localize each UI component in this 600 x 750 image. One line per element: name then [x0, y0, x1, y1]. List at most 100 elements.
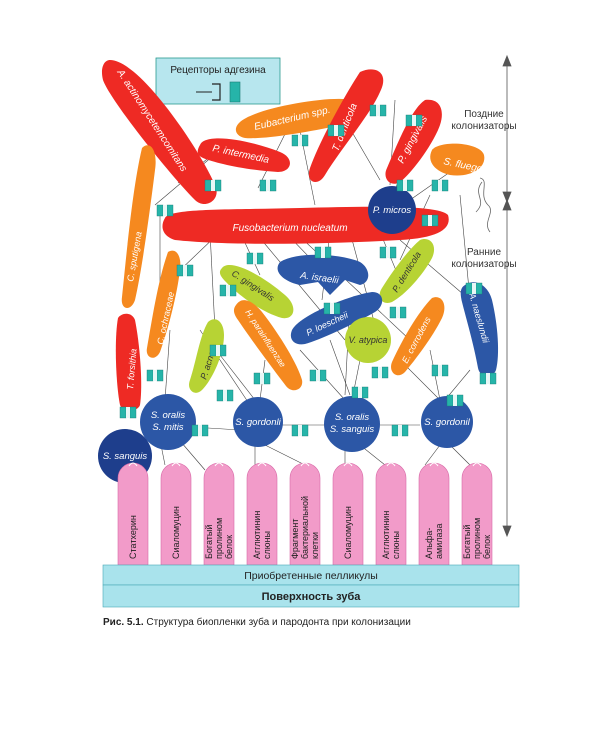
receptor-finger: Сиаломуцин: [160, 462, 192, 566]
svg-text:S. sanguis: S. sanguis: [330, 424, 375, 435]
adhesin-receptor-legend: Рецепторы адгезина: [155, 57, 281, 105]
bacterium-som: S. oralis S. mitis: [140, 394, 196, 450]
bacterium-va: V. atypica: [345, 317, 391, 363]
adhesin-receptor-pair: [465, 282, 483, 295]
receptor-label: Сиаломуцин: [171, 506, 181, 559]
adhesin-receptor-pair: [446, 394, 464, 407]
receptor-label: пролином: [472, 518, 482, 559]
bacterium-pa: P. acnes: [189, 319, 224, 393]
bacterium-ai: A. israelii: [277, 254, 369, 295]
adhesin-receptor-pair: [327, 124, 345, 137]
adhesin-receptor-pair: [391, 424, 409, 437]
flagellum-icon: [475, 177, 491, 233]
receptor-finger: Сиаломуцин: [332, 462, 364, 566]
receptor-label: Богатый: [462, 525, 472, 559]
adhesin-receptor-pair: [314, 246, 332, 259]
receptor-finger: Альфа-амилаза: [418, 462, 450, 566]
adhesin-receptor-pair: [146, 369, 164, 382]
receptor-label: бактериальной: [300, 496, 310, 559]
adhesin-receptor-pair: [421, 214, 439, 227]
svg-text:V. atypica: V. atypica: [349, 335, 388, 345]
bacterium-eub: Eubacterium spp.: [235, 98, 361, 139]
legend-title: Рецепторы адгезина: [170, 65, 266, 76]
early-colonizers: A. israelii C. ochraceae C. gingivalis P…: [146, 239, 499, 393]
receptor-label: Агглютинин: [252, 511, 262, 559]
receptor-label: пролином: [214, 518, 224, 559]
adhesin-receptor-pair: [291, 134, 309, 147]
bacterium-cs: C. sputigena: [121, 145, 156, 308]
svg-text:S. oralis: S. oralis: [335, 412, 370, 423]
bacterium-pg: P. gingivalis: [385, 99, 442, 184]
acquired-pellicle-layer: Приобретенные пелликулы: [102, 564, 520, 586]
adhesin-receptor-pair: [369, 104, 387, 117]
svg-text:S. gordonil: S. gordonil: [424, 417, 470, 428]
legend-adhesin-icon: [196, 81, 241, 103]
adhesin-receptor-pair: [246, 252, 264, 265]
adhesin-receptor-pair: [431, 179, 449, 192]
adhesin-receptor-pair: [431, 364, 449, 377]
bacterium-pi: P. intermedia: [197, 138, 290, 172]
receptor-label: Альфа-: [424, 528, 434, 559]
adhesin-receptor-pair: [253, 372, 271, 385]
svg-text:Поверхность зуба: Поверхность зуба: [262, 591, 362, 603]
adhesin-receptor-pair: [479, 372, 497, 385]
receptor-label: клетки: [310, 532, 320, 559]
late-zone-arrow: [502, 54, 512, 538]
svg-text:S. gordonli: S. gordonli: [235, 417, 281, 428]
svg-text:S. oralis: S. oralis: [151, 410, 186, 421]
receptor-label: белок: [482, 535, 492, 559]
svg-text:P. micros: P. micros: [373, 205, 412, 216]
caption-text: Структура биопленки зуба и пародонта при…: [146, 617, 411, 628]
figure-caption: Рис. 5.1. Структура биопленки зуба и пар…: [103, 617, 411, 628]
bacterium-pm: P. micros: [368, 186, 416, 234]
adhesin-receptor-pair: [405, 114, 423, 127]
adhesin-receptor-pair: [389, 306, 407, 319]
adhesin-receptor-pair: [396, 179, 414, 192]
adhesin-receptor-pair: [191, 424, 209, 437]
receptor-label: слюны: [391, 531, 401, 559]
adhesin-receptor-pair: [291, 424, 309, 437]
receptor-label: Агглютинин: [381, 511, 391, 559]
adhesin-receptor-pair: [323, 302, 341, 315]
bacterium-sg1: S. gordonli: [233, 397, 283, 447]
adhesin-receptor-pair: [119, 406, 137, 419]
bacterium-sg2: S. gordonil: [421, 396, 473, 448]
bacterium-sf: S. flueggei: [430, 143, 492, 177]
adhesin-receptor-pair: [176, 264, 194, 277]
adhesin-receptor-pairs: [119, 104, 497, 437]
bacterium-an: A. naeslundii: [460, 282, 499, 377]
receptor-finger: Статхерин: [117, 462, 149, 566]
receptor-label: Статхерин: [128, 515, 138, 559]
streptococci: S. oralis S. mitis S. gordonli S. oralis…: [98, 394, 473, 483]
tooth-surface-layer: Поверхность зуба: [102, 584, 520, 608]
adhesin-receptor-pair: [351, 386, 369, 399]
late-colonizers: A. actinomycetemcomitans Eubacterium spp…: [101, 60, 492, 411]
bacterium-co: C. ochraceae: [146, 250, 181, 358]
svg-text:T. forsithia: T. forsithia: [125, 348, 139, 390]
svg-text:S. sanguis: S. sanguis: [103, 451, 148, 462]
receptor-label: Сиаломуцин: [343, 506, 353, 559]
svg-text:S. mitis: S. mitis: [152, 422, 183, 433]
receptor-label: белок: [224, 535, 234, 559]
caption-prefix: Рис. 5.1.: [103, 617, 144, 628]
adhesin-receptor-pair: [204, 179, 222, 192]
receptor-label: Богатый: [204, 525, 214, 559]
adhesin-receptor-pair: [371, 366, 389, 379]
bacterium-sos: S. oralis S. sanguis: [324, 396, 380, 452]
adhesin-receptor-pair: [156, 204, 174, 217]
adhesin-receptor-pair: [209, 344, 227, 357]
adhesin-receptor-pair: [379, 246, 397, 259]
svg-text:Приобретенные пелликулы: Приобретенные пелликулы: [244, 570, 378, 582]
adhesin-receptor-pair: [309, 369, 327, 382]
adhesin-receptor-pair: [259, 179, 277, 192]
